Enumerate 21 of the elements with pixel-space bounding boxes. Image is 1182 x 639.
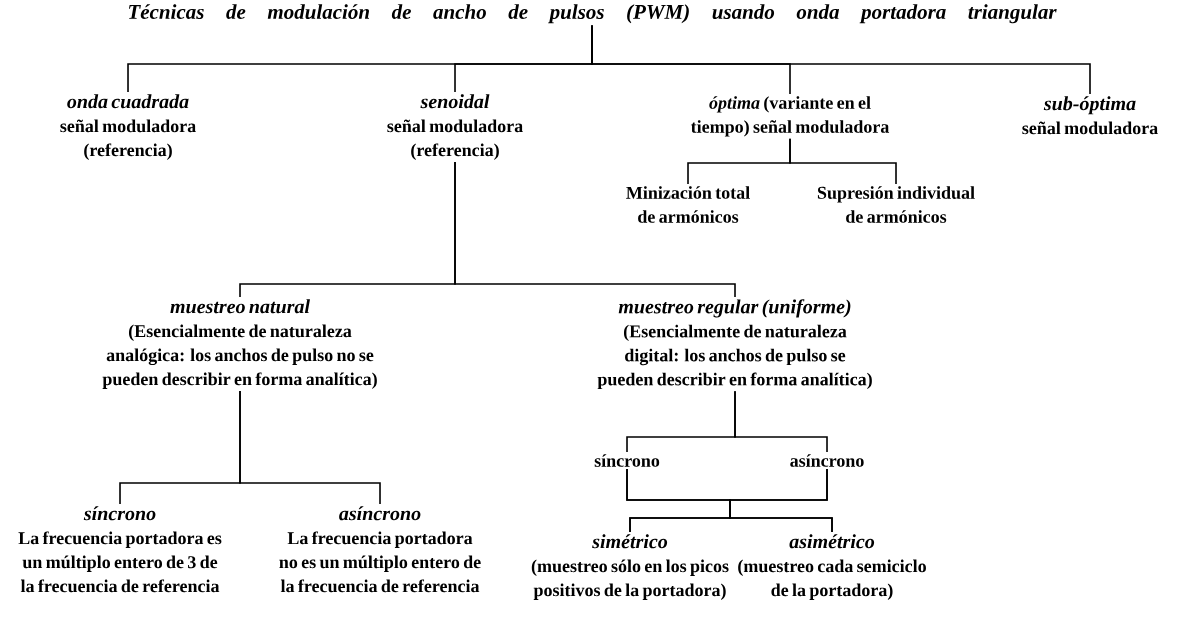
category-label: síncrono	[594, 454, 660, 467]
category-label: Minización total de armónicos	[626, 186, 750, 223]
category-label: onda cuadrada señal moduladora (referencia)	[60, 94, 196, 160]
category-label: simétrico (muestreo sólo en los picos positivos de la portadora)	[531, 534, 729, 600]
category-label: asíncrono	[790, 454, 864, 467]
category-label: síncrono La frecuencia portadora es un múltiplo entero de 3 de la frecuencia de referencia	[18, 506, 222, 593]
heading: Técnicas de modulación de ancho de pulsos (PWM) usando onda portadora triangular	[128, 4, 1057, 24]
category-label: óptima (variante en el tiempo) señal moduladora	[690, 96, 890, 137]
category-label: senoidal señal moduladora (referencia)	[387, 94, 523, 160]
tree-connector	[239, 390, 381, 505]
category-label: sub-óptima señal moduladora	[1022, 96, 1158, 135]
tree-connector	[591, 24, 1091, 95]
tree-connector	[734, 390, 828, 453]
category-label: Supresión individual de armónicos	[817, 186, 975, 223]
category-label: asíncrono La frecuencia portadora no es un múltiplo entero de la frecuencia de referencia	[279, 506, 481, 593]
category-label: asimétrico (muestreo cada semiciclo de la portadora)	[738, 534, 926, 600]
tree-connector	[454, 161, 736, 298]
tree-connector	[729, 468, 833, 533]
category-label: muestreo regular (uniforme) (Esencialmente de naturaleza digital: los anchos de pulso se pueden describir en forma analítica)	[597, 299, 872, 390]
tree-connector	[789, 137, 897, 185]
category-label: muestreo natural (Esencialmente de naturaleza analógica: los anchos de pulso no se pueden describir en forma analítica)	[102, 299, 377, 389]
